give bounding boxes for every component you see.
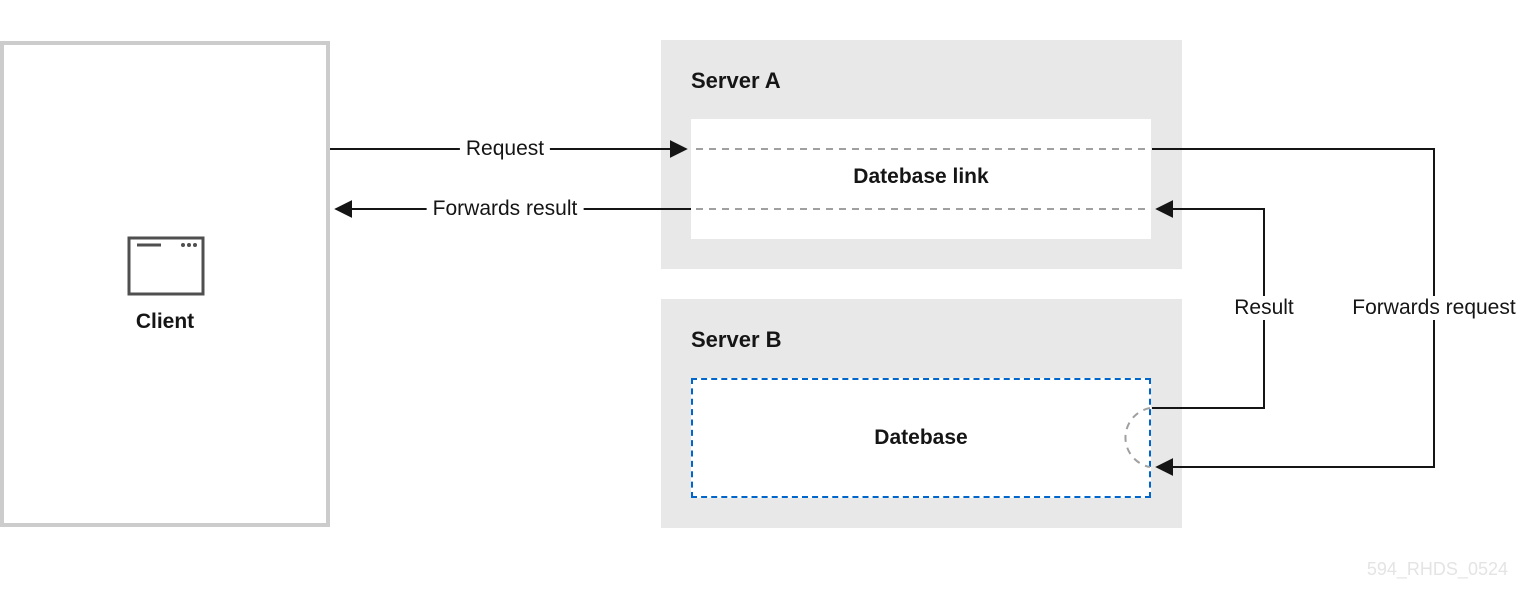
forwards-request-label: Forwards request <box>1350 296 1518 320</box>
client-label: Client <box>135 310 195 333</box>
database-label: Datebase <box>874 426 968 449</box>
database-link-box: Datebase link <box>691 119 1151 239</box>
database-loop-path <box>1124 407 1151 468</box>
browser-window-icon <box>127 236 205 296</box>
forwards-result-label: Forwards result <box>426 197 584 221</box>
figure-id-watermark: 594_RHDS_0524 <box>1366 559 1508 579</box>
server-b-title: Server B <box>691 327 782 352</box>
result-label: Result <box>1228 296 1300 320</box>
request-label: Request <box>459 137 551 161</box>
server-a-title: Server A <box>691 68 781 93</box>
database-link-label: Datebase link <box>853 165 989 188</box>
database-box: Datebase <box>691 378 1151 498</box>
client-box: Client <box>0 41 330 527</box>
